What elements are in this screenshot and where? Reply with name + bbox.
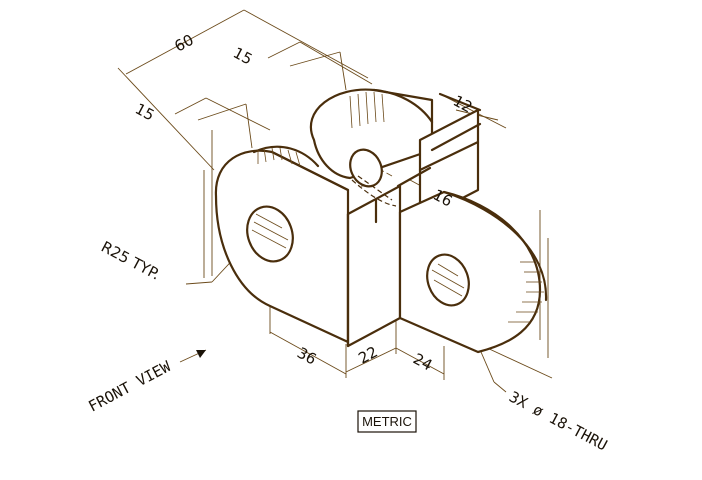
dim-base-right: 24 — [410, 350, 435, 375]
dim-base-middle: 22 — [355, 343, 380, 368]
hole-note: 3X ø 18-THRU — [506, 388, 610, 455]
back-lug — [309, 88, 434, 188]
view-label: FRONT VIEW — [85, 357, 174, 416]
dim-left-offset: 15 — [132, 100, 157, 125]
units-label: METRIC — [362, 414, 412, 429]
dim-upper-offset: 15 — [230, 44, 255, 69]
center-block — [346, 175, 402, 348]
dim-overall-length: 60 — [171, 31, 196, 56]
units-badge: METRIC — [357, 410, 417, 433]
right-boss — [398, 190, 548, 354]
upper-arm — [396, 92, 482, 222]
left-boss — [214, 145, 350, 344]
dim-radius-note: R25 TYP. — [98, 238, 163, 284]
